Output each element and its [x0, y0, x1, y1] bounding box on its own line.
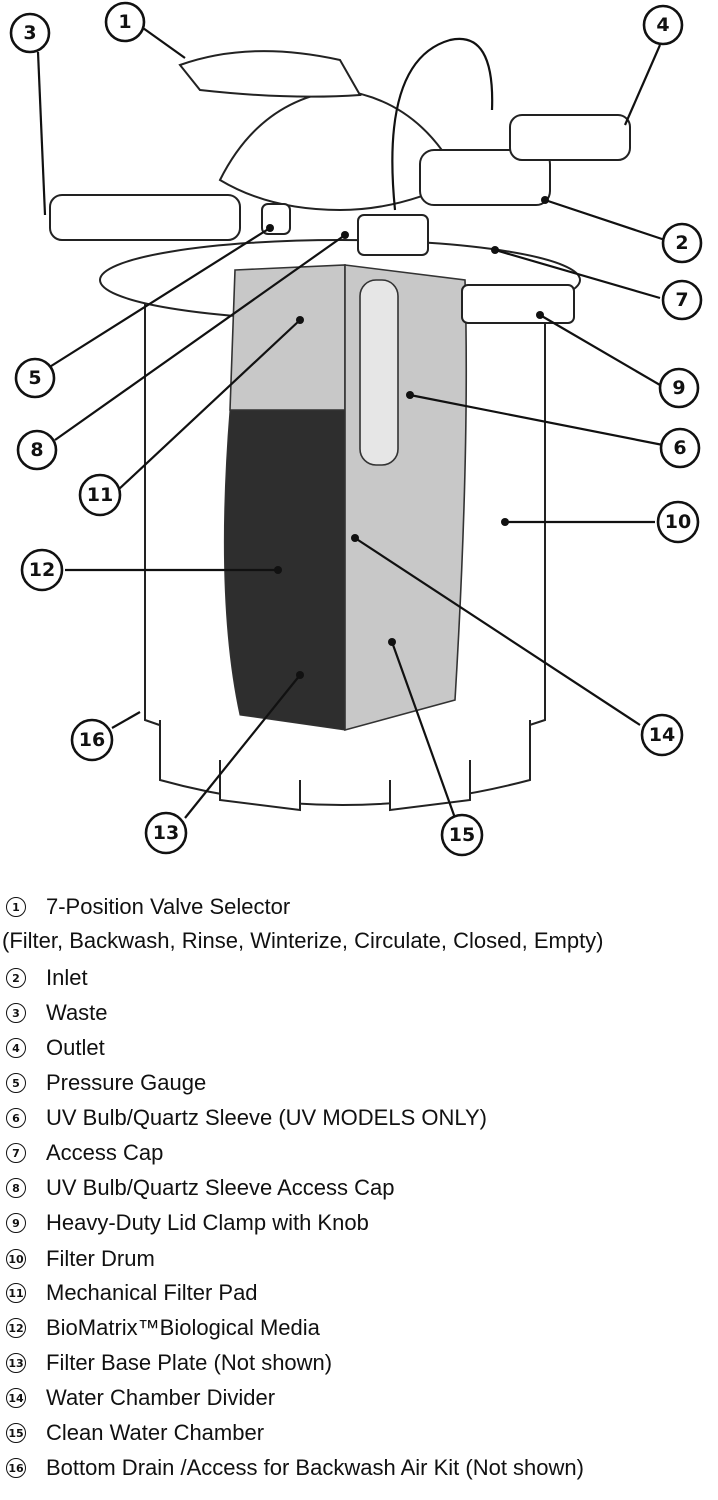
legend-number: 15 — [6, 1423, 26, 1443]
legend-item: 12 BioMatrix™Biological Media — [6, 1311, 320, 1345]
legend-item: 13 Filter Base Plate (Not shown) — [6, 1346, 332, 1380]
legend-number: 5 — [6, 1073, 26, 1093]
callout-1: 1 — [104, 1, 146, 43]
legend-sub-options: (Filter, Backwash, Rinse, Winterize, Cir… — [2, 928, 604, 953]
uv-access-cap — [357, 214, 429, 256]
legend-label: 7-Position Valve Selector — [46, 894, 291, 919]
callout-8: 8 — [16, 429, 58, 471]
legend-label: Heavy-Duty Lid Clamp with Knob — [46, 1210, 369, 1235]
cutaway-filter-pad — [229, 264, 346, 411]
callout-12: 12 — [20, 548, 64, 592]
legend-number: 9 — [6, 1213, 26, 1233]
legend-label: Waste — [46, 1000, 108, 1025]
outlet-port — [509, 114, 631, 161]
valve-handle — [178, 50, 362, 98]
legend-label: Water Chamber Divider — [46, 1385, 276, 1410]
svg-text:8: 8 — [30, 439, 43, 461]
callout-3: 3 — [9, 12, 51, 54]
svg-text:2: 2 — [675, 232, 688, 254]
legend-label: Filter Drum — [46, 1246, 155, 1271]
legend-item: 2 Inlet — [6, 961, 88, 995]
legend-item: 6 UV Bulb/Quartz Sleeve (UV MODELS ONLY) — [6, 1101, 487, 1135]
svg-text:9: 9 — [672, 377, 685, 399]
svg-text:11: 11 — [87, 484, 113, 506]
legend-item: 10 Filter Drum — [6, 1242, 155, 1276]
callout-10: 10 — [656, 500, 700, 544]
callout-15: 15 — [440, 813, 484, 857]
callout-11: 11 — [78, 473, 122, 517]
callout-7: 7 — [661, 279, 703, 321]
legend-item: 4 Outlet — [6, 1031, 105, 1065]
svg-text:1: 1 — [118, 11, 131, 33]
legend-number: 14 — [6, 1388, 26, 1408]
legend-label: Access Cap — [46, 1140, 164, 1165]
legend-number: 4 — [6, 1038, 26, 1058]
callout-5: 5 — [14, 357, 56, 399]
filter-base — [159, 720, 531, 806]
legend-number: 16 — [6, 1458, 26, 1478]
svg-text:3: 3 — [23, 22, 36, 44]
lid-clamp — [461, 284, 575, 324]
inlet-port — [419, 149, 551, 206]
legend-item: 3 Waste — [6, 996, 108, 1030]
legend-item: 7 Access Cap — [6, 1136, 163, 1170]
legend-number: 6 — [6, 1108, 26, 1128]
callout-4: 4 — [642, 4, 684, 46]
legend-number: 11 — [6, 1283, 26, 1303]
legend-item: 15 Clean Water Chamber — [6, 1416, 264, 1450]
svg-text:13: 13 — [153, 822, 179, 844]
svg-text:16: 16 — [79, 729, 105, 751]
legend-label: Bottom Drain /Access for Backwash Air Ki… — [46, 1455, 584, 1480]
legend-number: 3 — [6, 1003, 26, 1023]
svg-text:4: 4 — [656, 14, 669, 36]
svg-text:10: 10 — [665, 511, 691, 533]
legend-label: Clean Water Chamber — [46, 1420, 265, 1445]
uv-cable — [391, 37, 494, 211]
legend-item: 1 7-Position Valve Selector — [6, 890, 290, 924]
uv-sleeve — [359, 279, 399, 466]
legend-item: 14 Water Chamber Divider — [6, 1381, 275, 1415]
legend-number: 2 — [6, 968, 26, 988]
legend-item: 8 UV Bulb/Quartz Sleeve Access Cap — [6, 1171, 395, 1205]
legend-number: 7 — [6, 1143, 26, 1163]
legend-item: 11 Mechanical Filter Pad — [6, 1276, 258, 1310]
legend-number: 1 — [6, 897, 26, 917]
legend-label: Outlet — [46, 1035, 105, 1060]
legend-label: Mechanical Filter Pad — [46, 1280, 258, 1305]
base-feet — [219, 760, 471, 812]
svg-text:7: 7 — [675, 289, 688, 311]
legend-number: 8 — [6, 1178, 26, 1198]
filter-diagram: 1 2 3 4 5 6 7 8 9 10 11 12 13 14 15 16 — [9, 1, 703, 857]
callout-6: 6 — [659, 427, 701, 469]
legend-label: Inlet — [46, 965, 88, 990]
legend-number: 12 — [6, 1318, 26, 1338]
callout-16: 16 — [70, 718, 114, 762]
callout-13: 13 — [144, 811, 188, 855]
svg-text:14: 14 — [649, 724, 675, 746]
legend-label: UV Bulb/Quartz Sleeve (UV MODELS ONLY) — [46, 1105, 487, 1130]
legend-item: 5 Pressure Gauge — [6, 1066, 206, 1100]
legend-label: UV Bulb/Quartz Sleeve Access Cap — [46, 1175, 395, 1200]
legend-label: BioMatrix™Biological Media — [46, 1315, 320, 1340]
legend-number: 10 — [6, 1249, 26, 1269]
svg-text:15: 15 — [449, 824, 475, 846]
callout-9: 9 — [658, 367, 700, 409]
callout-14: 14 — [640, 713, 684, 757]
legend-label: Filter Base Plate (Not shown) — [46, 1350, 333, 1375]
waste-port — [49, 194, 241, 241]
svg-text:6: 6 — [673, 437, 686, 459]
svg-text:12: 12 — [29, 559, 55, 581]
legend-number: 13 — [6, 1353, 26, 1373]
cutaway-media — [223, 409, 346, 731]
legend-label: Pressure Gauge — [46, 1070, 207, 1095]
svg-text:5: 5 — [28, 367, 41, 389]
legend-item: 16 Bottom Drain /Access for Backwash Air … — [6, 1451, 584, 1485]
legend-item: 9 Heavy-Duty Lid Clamp with Knob — [6, 1206, 369, 1240]
callout-2: 2 — [661, 222, 703, 264]
